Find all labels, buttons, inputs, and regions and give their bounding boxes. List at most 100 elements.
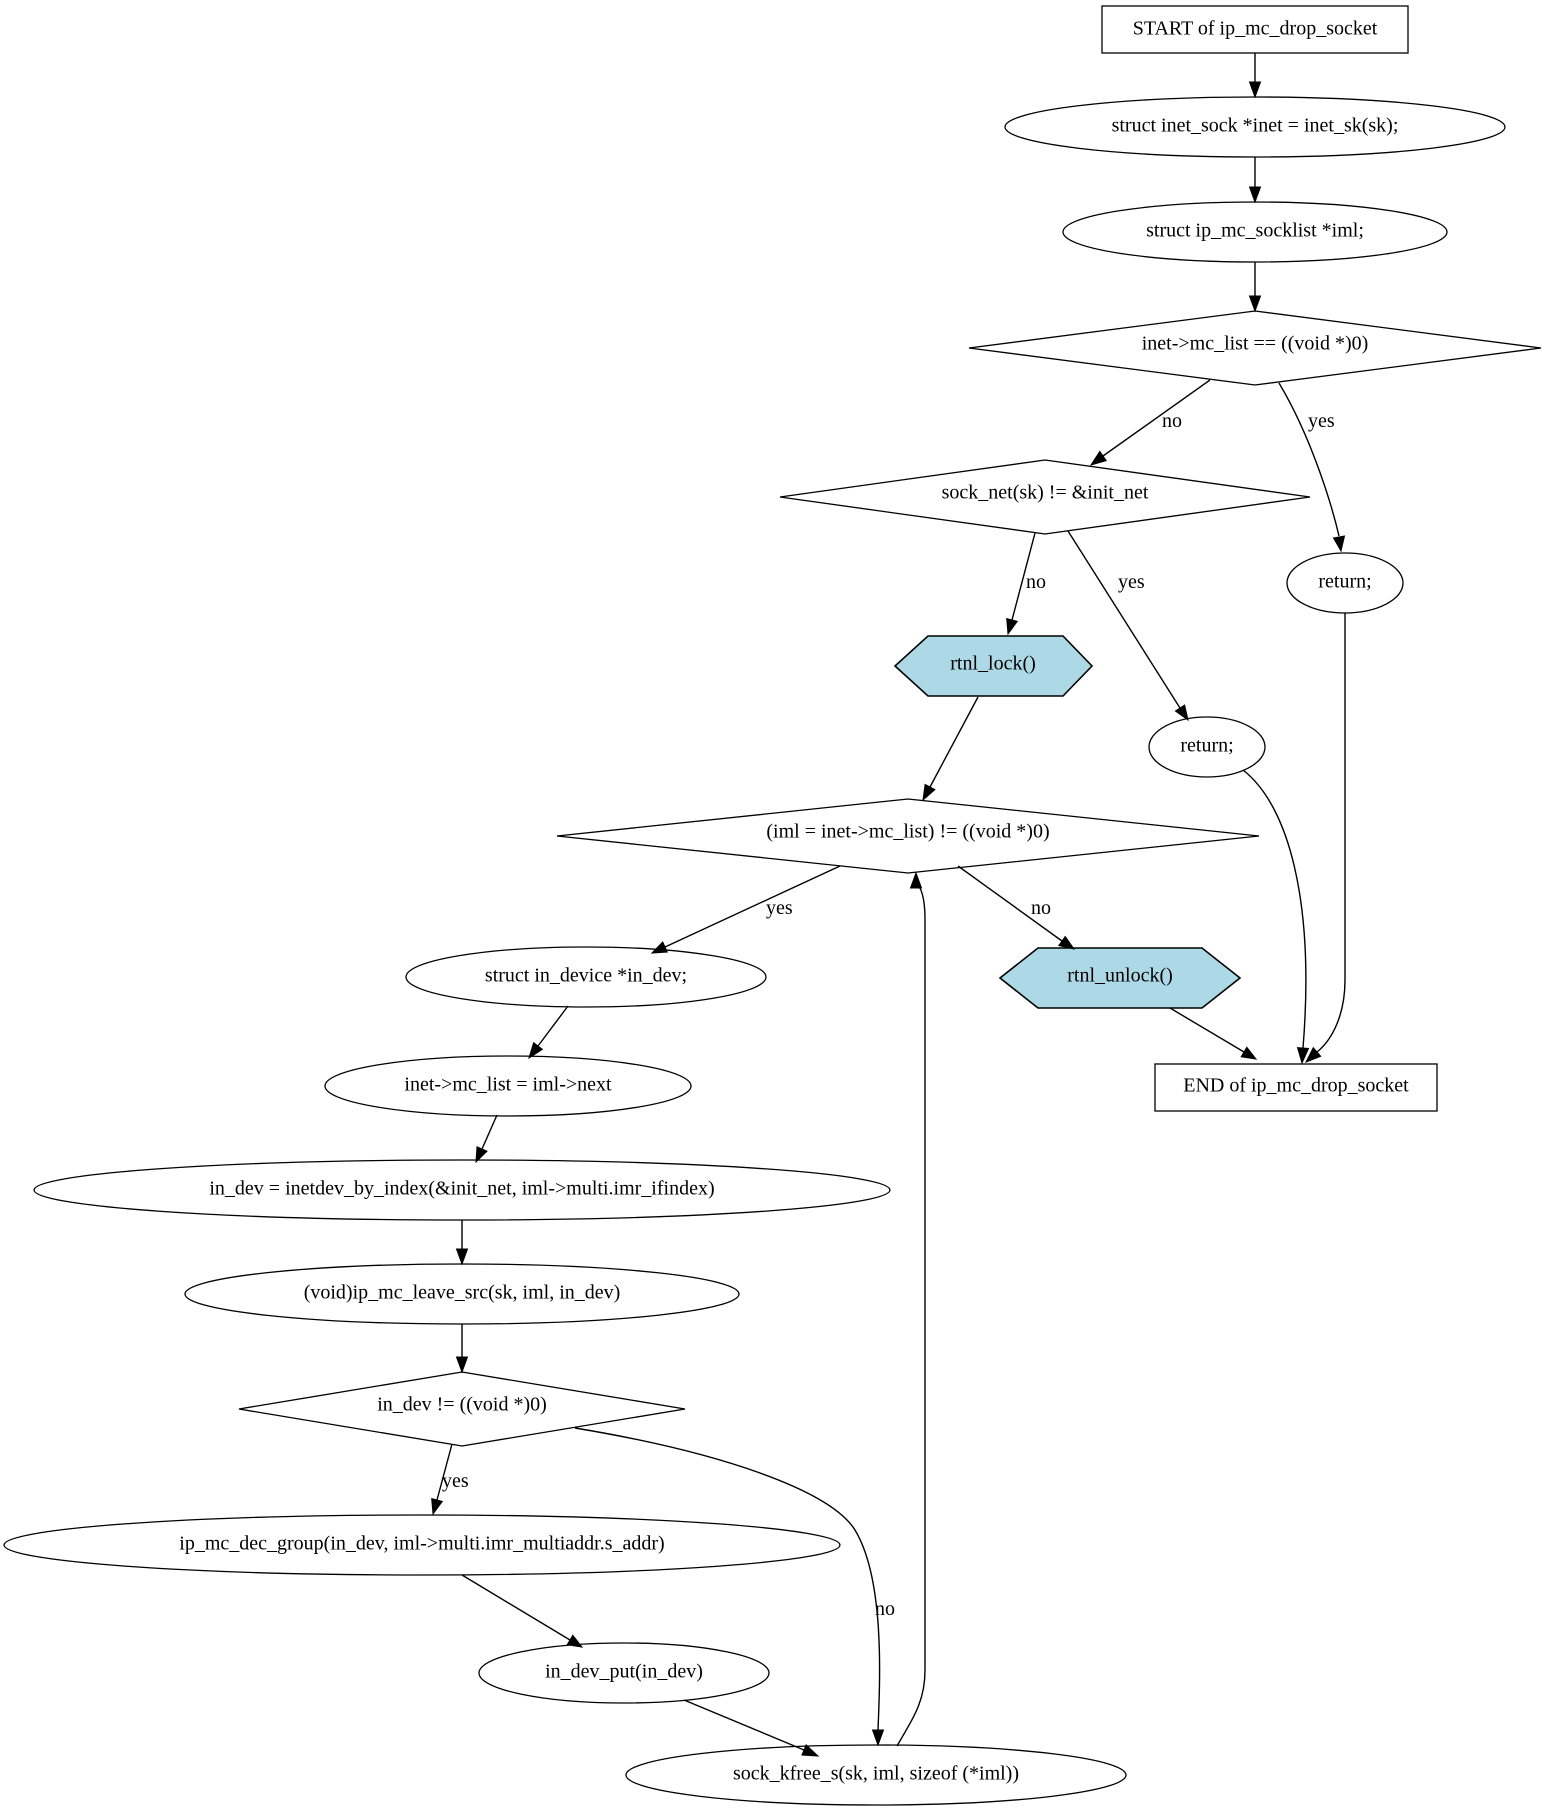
arrowhead [566, 1634, 584, 1648]
arrowhead [1057, 935, 1076, 950]
arrowhead [1006, 617, 1019, 636]
arrowhead [455, 1248, 469, 1266]
edge-label-loop-no: no [1031, 897, 1051, 919]
node-end: END of ip_mc_drop_socket [1154, 1063, 1438, 1112]
arrowhead [431, 1497, 444, 1516]
arrowhead [475, 1146, 488, 1164]
node-cond-mc-list: inet->mc_list == ((void *)0) [968, 310, 1542, 386]
node-kfree: sock_kfree_s(sk, iml, sizeof (*iml)) [625, 1744, 1127, 1806]
node-cond-net: sock_net(sk) != &init_net [779, 459, 1311, 535]
edge-label-mc-list-no: no [1162, 410, 1182, 432]
edge-in-dev-no [574, 1427, 881, 1731]
cond-in-dev-diamond [238, 1371, 686, 1447]
edge-return-2-to-end [1242, 769, 1307, 1049]
arrowhead [1089, 450, 1108, 466]
cond-net-diamond [779, 459, 1311, 535]
node-decl-iml: struct ip_mc_socklist *iml; [1062, 201, 1448, 263]
edge-label-in-dev-yes: yes [442, 1470, 469, 1492]
edge-loop-no [957, 865, 1063, 942]
arrowhead [528, 1041, 544, 1060]
node-cond-loop: (iml = inet->mc_list) != ((void *)0) [556, 798, 1260, 874]
edge-labels: no yes no yes yes no yes no [442, 410, 1335, 1620]
arrowhead [922, 783, 936, 802]
rtnl-unlock-hexagon [998, 947, 1242, 1009]
kfree-ellipse [625, 1744, 1127, 1806]
arrowhead [1332, 535, 1346, 553]
dec-group-ellipse [3, 1514, 841, 1576]
arrowhead [650, 941, 669, 954]
edge-rtnl-unlock-to-end [1169, 1007, 1245, 1053]
node-rtnl-lock: rtnl_lock() [893, 635, 1094, 697]
node-cond-in-dev: in_dev != ((void *)0) [238, 1371, 686, 1447]
return-1-label: return; [1318, 571, 1371, 593]
arrowhead [871, 1729, 885, 1747]
edge-label-net-no: no [1026, 571, 1046, 593]
rtnl-lock-label: rtnl_lock() [950, 653, 1036, 675]
arrowhead [1248, 295, 1262, 313]
edge-dev-put-to-kfree [683, 1699, 805, 1751]
arrowhead [1304, 1046, 1322, 1063]
node-return-2: return; [1148, 716, 1266, 778]
arrowhead [801, 1744, 820, 1757]
return-2-label: return; [1180, 735, 1233, 757]
arrowhead [1296, 1047, 1310, 1065]
edge-label-mc-list-yes: yes [1308, 410, 1335, 432]
edge-net-yes [1067, 530, 1181, 709]
node-dec-group: ip_mc_dec_group(in_dev, iml->multi.imr_m… [3, 1514, 841, 1576]
start-box [1101, 5, 1409, 54]
edge-mc-list-yes [1278, 382, 1340, 537]
edge-kfree-back-to-cond-loop [896, 884, 926, 1747]
edge-dec-group-to-dev-put [461, 1574, 571, 1641]
edge-assign-next-to-assign-in-dev [481, 1114, 498, 1150]
arrowhead [1248, 81, 1262, 99]
start-label: START of ip_mc_drop_socket [1133, 18, 1378, 40]
arrowhead [1240, 1046, 1258, 1060]
rtnl-unlock-label: rtnl_unlock() [1067, 965, 1173, 987]
edge-label-in-dev-no: no [875, 1598, 895, 1620]
node-dev-put: in_dev_put(in_dev) [478, 1642, 770, 1704]
decl-in-dev-ellipse [405, 946, 767, 1008]
cond-loop-diamond [556, 798, 1260, 874]
leave-src-label: (void)ip_mc_leave_src(sk, iml, in_dev) [304, 1282, 621, 1304]
dev-put-label: in_dev_put(in_dev) [545, 1661, 703, 1683]
node-start: START of ip_mc_drop_socket [1101, 5, 1409, 54]
dev-put-ellipse [478, 1642, 770, 1704]
return-2-ellipse [1148, 716, 1266, 778]
node-assign-next: inet->mc_list = iml->next [324, 1055, 692, 1117]
node-rtnl-unlock: rtnl_unlock() [998, 947, 1242, 1009]
edges [431, 53, 1346, 1757]
kfree-label: sock_kfree_s(sk, iml, sizeof (*iml)) [733, 1763, 1019, 1785]
rtnl-lock-hexagon [893, 635, 1094, 697]
node-return-1: return; [1286, 552, 1404, 614]
arrowhead [1174, 704, 1189, 722]
edge-label-loop-yes: yes [766, 897, 793, 919]
cond-loop-label: (iml = inet->mc_list) != ((void *)0) [766, 821, 1049, 843]
edge-loop-yes [664, 865, 841, 948]
node-leave-src: (void)ip_mc_leave_src(sk, iml, in_dev) [184, 1263, 740, 1325]
decl-in-dev-label: struct in_device *in_dev; [485, 965, 687, 987]
decl-inet-label: struct inet_sock *inet = inet_sk(sk); [1112, 115, 1399, 137]
cond-net-label: sock_net(sk) != &init_net [942, 482, 1149, 504]
edge-decl-in-dev-to-assign-next [537, 1005, 569, 1047]
edge-in-dev-yes [436, 1443, 453, 1501]
assign-next-label: inet->mc_list = iml->next [404, 1074, 612, 1096]
end-label: END of ip_mc_drop_socket [1183, 1075, 1409, 1097]
decl-iml-label: struct ip_mc_socklist *iml; [1146, 220, 1364, 242]
node-decl-in-dev: struct in_device *in_dev; [405, 946, 767, 1008]
arrowhead [1248, 186, 1262, 204]
dec-group-label: ip_mc_dec_group(in_dev, iml->multi.imr_m… [179, 1533, 664, 1555]
node-decl-inet: struct inet_sock *inet = inet_sk(sk); [1004, 96, 1506, 158]
edge-net-no [1011, 532, 1036, 621]
edge-mc-list-no [1102, 379, 1211, 457]
edge-rtnl-lock-to-cond-loop [929, 696, 979, 788]
assign-in-dev-label: in_dev = inetdev_by_index(&init_net, iml… [209, 1178, 714, 1200]
node-assign-in-dev: in_dev = inetdev_by_index(&init_net, iml… [33, 1159, 891, 1221]
end-box [1154, 1063, 1438, 1112]
cond-mc-list-diamond [968, 310, 1542, 386]
arrowhead [455, 1356, 469, 1374]
arrowhead [909, 871, 923, 889]
assign-next-ellipse [324, 1055, 692, 1117]
edge-label-net-yes: yes [1118, 571, 1145, 593]
cond-mc-list-label: inet->mc_list == ((void *)0) [1142, 333, 1369, 355]
